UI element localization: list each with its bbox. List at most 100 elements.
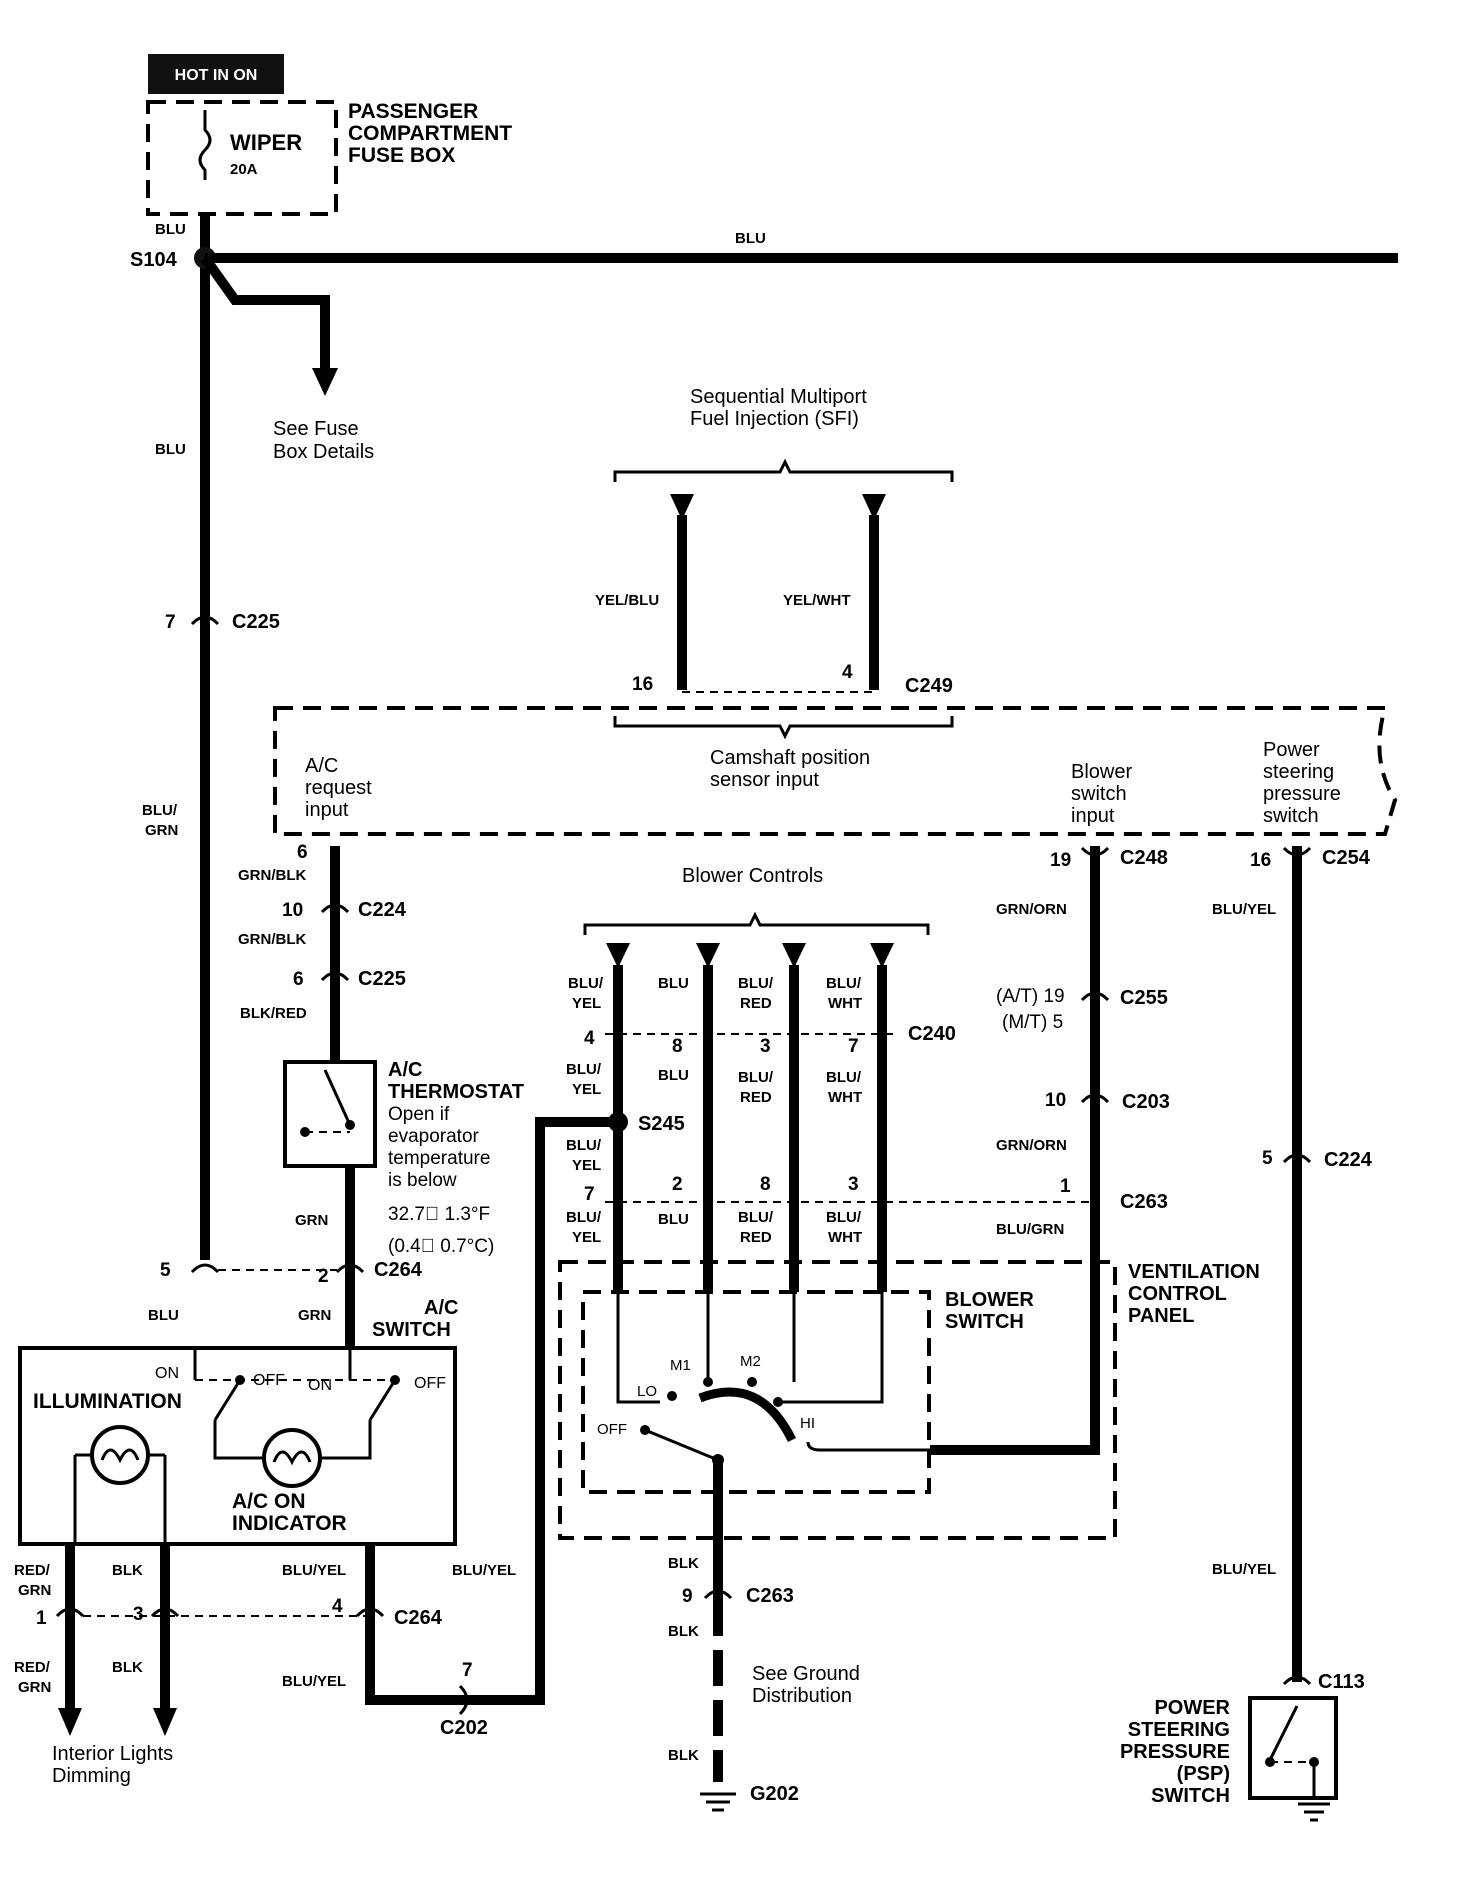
conn-c255-label: C255 [1120, 987, 1168, 1009]
wire-label-red-grn-1b: GRN [18, 1582, 51, 1599]
wire-label-blu-low: BLU [148, 1307, 179, 1324]
cam-bracket [613, 716, 954, 740]
camshaft-1: Camshaft position [710, 747, 870, 769]
wl-blu-yel-3a: BLU/ [566, 1137, 602, 1154]
wire-label-grn-2: GRN [298, 1307, 331, 1324]
illumination-label: ILLUMINATION [33, 1390, 182, 1413]
wl-blu-wht-3b: WHT [828, 1229, 862, 1246]
conn-c225-acreq [320, 971, 350, 982]
blower-off: OFF [597, 1421, 627, 1438]
wl-blu-1: BLU [658, 975, 689, 992]
wire-label-grn-blk-2: GRN/BLK [238, 931, 306, 948]
wl-blu-wht-1b: WHT [828, 995, 862, 1012]
blower-contact-m2 [747, 1377, 757, 1387]
wire-label-blk-g3: BLK [668, 1747, 699, 1764]
wl-blu-yel-4b: YEL [572, 1229, 601, 1246]
conn-c264-e [355, 1607, 385, 1618]
ground-symbol [700, 1792, 736, 1812]
psp-input-4: switch [1263, 805, 1319, 827]
wire-label-blu-grn-2: GRN [145, 822, 178, 839]
wire-blu-yel-loop [365, 1117, 618, 1705]
thermostat-desc-2: evaporator [388, 1126, 480, 1147]
wl-blu-wht-2b: WHT [828, 1089, 862, 1106]
pin-5-c264: 5 [160, 1260, 171, 1281]
conn-c264-a [190, 1263, 220, 1274]
fuse-box-outline [146, 100, 338, 216]
conn-c203-label: C203 [1122, 1091, 1170, 1113]
vent-panel-1: VENTILATION [1128, 1261, 1260, 1283]
wire-label-blu-horiz: BLU [735, 230, 766, 247]
pin-1-c264: 1 [36, 1608, 47, 1629]
wire-label-blu-yel-psp-1: BLU/YEL [1212, 901, 1276, 918]
wl-blu-yel-2a: BLU/ [566, 1061, 602, 1078]
fuse-box-label-1: PASSENGER [348, 100, 478, 123]
ac-request-3: input [305, 799, 349, 821]
wire-label-blu-yel-b: BLU/YEL [452, 1562, 516, 1579]
wire-label-blu-yel-psp-2: BLU/YEL [1212, 1561, 1276, 1578]
interior-dimming-2: Dimming [52, 1765, 131, 1787]
wire-label-blk-red: BLK/RED [240, 1005, 307, 1022]
blower-arrow-3 [782, 943, 806, 968]
blower-arrow-2 [696, 943, 720, 968]
ac-switch-blade-1 [213, 1379, 242, 1421]
thermostat-title-2: THERMOSTAT [388, 1081, 524, 1103]
thermostat-desc-5: 32.7  1.3°F [388, 1204, 490, 1225]
camshaft-2: sensor input [710, 769, 819, 791]
blower-arrow-1 [606, 943, 630, 968]
conn-c202 [458, 1684, 469, 1716]
blower-wiper-blade [644, 1428, 719, 1462]
wire-label-grn-1: GRN [295, 1212, 328, 1229]
blower-hi-lead [806, 1441, 930, 1452]
pin-2-c263: 2 [672, 1174, 683, 1195]
wire-label-red-grn-1a: RED/ [14, 1562, 51, 1579]
conn-c224-label-1: C224 [358, 899, 407, 921]
fuse-details-branch [200, 255, 330, 370]
wl-blu-yel-2b: YEL [572, 1081, 601, 1098]
pin-1-c263: 1 [1060, 1176, 1071, 1197]
pin-at-19: (A/T) 19 [996, 986, 1065, 1007]
hot-in-on-label: HOT IN ON [175, 67, 258, 84]
thermostat-contact [323, 1069, 352, 1126]
fuse-rating: 20A [230, 161, 258, 178]
wire-label-grn-orn-1: GRN/ORN [996, 901, 1067, 918]
illumination-filament [100, 1448, 140, 1464]
ac-request-2: request [305, 777, 372, 799]
blower-controls-bracket [583, 911, 930, 935]
wl-blu-wht-1a: BLU/ [826, 975, 862, 992]
red-grn-arrow [58, 1708, 82, 1736]
pin-16-c249: 16 [632, 674, 653, 695]
pin-4-c264: 4 [332, 1596, 343, 1617]
conn-c240-label: C240 [908, 1023, 956, 1045]
fuse-box-label-2: COMPARTMENT [348, 122, 512, 145]
sfi-arrow-2 [862, 494, 886, 520]
wire-label-blu-grn-1: BLU/ [142, 802, 178, 819]
fuse-symbol [198, 110, 212, 180]
indicator-label-1: A/C ON [232, 1490, 306, 1513]
fuse-box-label-3: FUSE BOX [348, 144, 455, 167]
conn-c254-label: C254 [1322, 847, 1371, 869]
pin-7-c263: 7 [584, 1184, 595, 1205]
ac-request-1: A/C [305, 755, 338, 777]
conn-c264-d [150, 1607, 180, 1618]
pin-4-c240: 4 [584, 1028, 595, 1049]
pin-7-c240: 7 [848, 1036, 859, 1057]
wl-blu-red-1b: RED [740, 995, 772, 1012]
sfi-title-2: Fuel Injection (SFI) [690, 408, 859, 430]
blk-dim-arrow [153, 1708, 177, 1736]
conn-c224-label-2: C224 [1324, 1149, 1373, 1171]
wl-blu-red-1a: BLU/ [738, 975, 774, 992]
psp-title-3: PRESSURE [1120, 1741, 1230, 1763]
wire-label-red-grn-2a: RED/ [14, 1659, 51, 1676]
sfi-arrow-1 [670, 494, 694, 520]
wl-blu-yel-1b: YEL [572, 995, 601, 1012]
wire-label-blk-dim-1: BLK [112, 1562, 143, 1579]
conn-c113-label: C113 [1318, 1671, 1365, 1693]
ac-switch-title-2: SWITCH [372, 1319, 451, 1341]
thermostat-desc-6: (0.4  0.7°C) [388, 1236, 494, 1257]
wl-blu-red-2b: RED [740, 1089, 772, 1106]
wl-blu-2: BLU [658, 1067, 689, 1084]
pin-3-c263: 3 [848, 1174, 859, 1195]
wl-blu-red-2a: BLU/ [738, 1069, 774, 1086]
see-ground-1: See Ground [752, 1663, 860, 1685]
